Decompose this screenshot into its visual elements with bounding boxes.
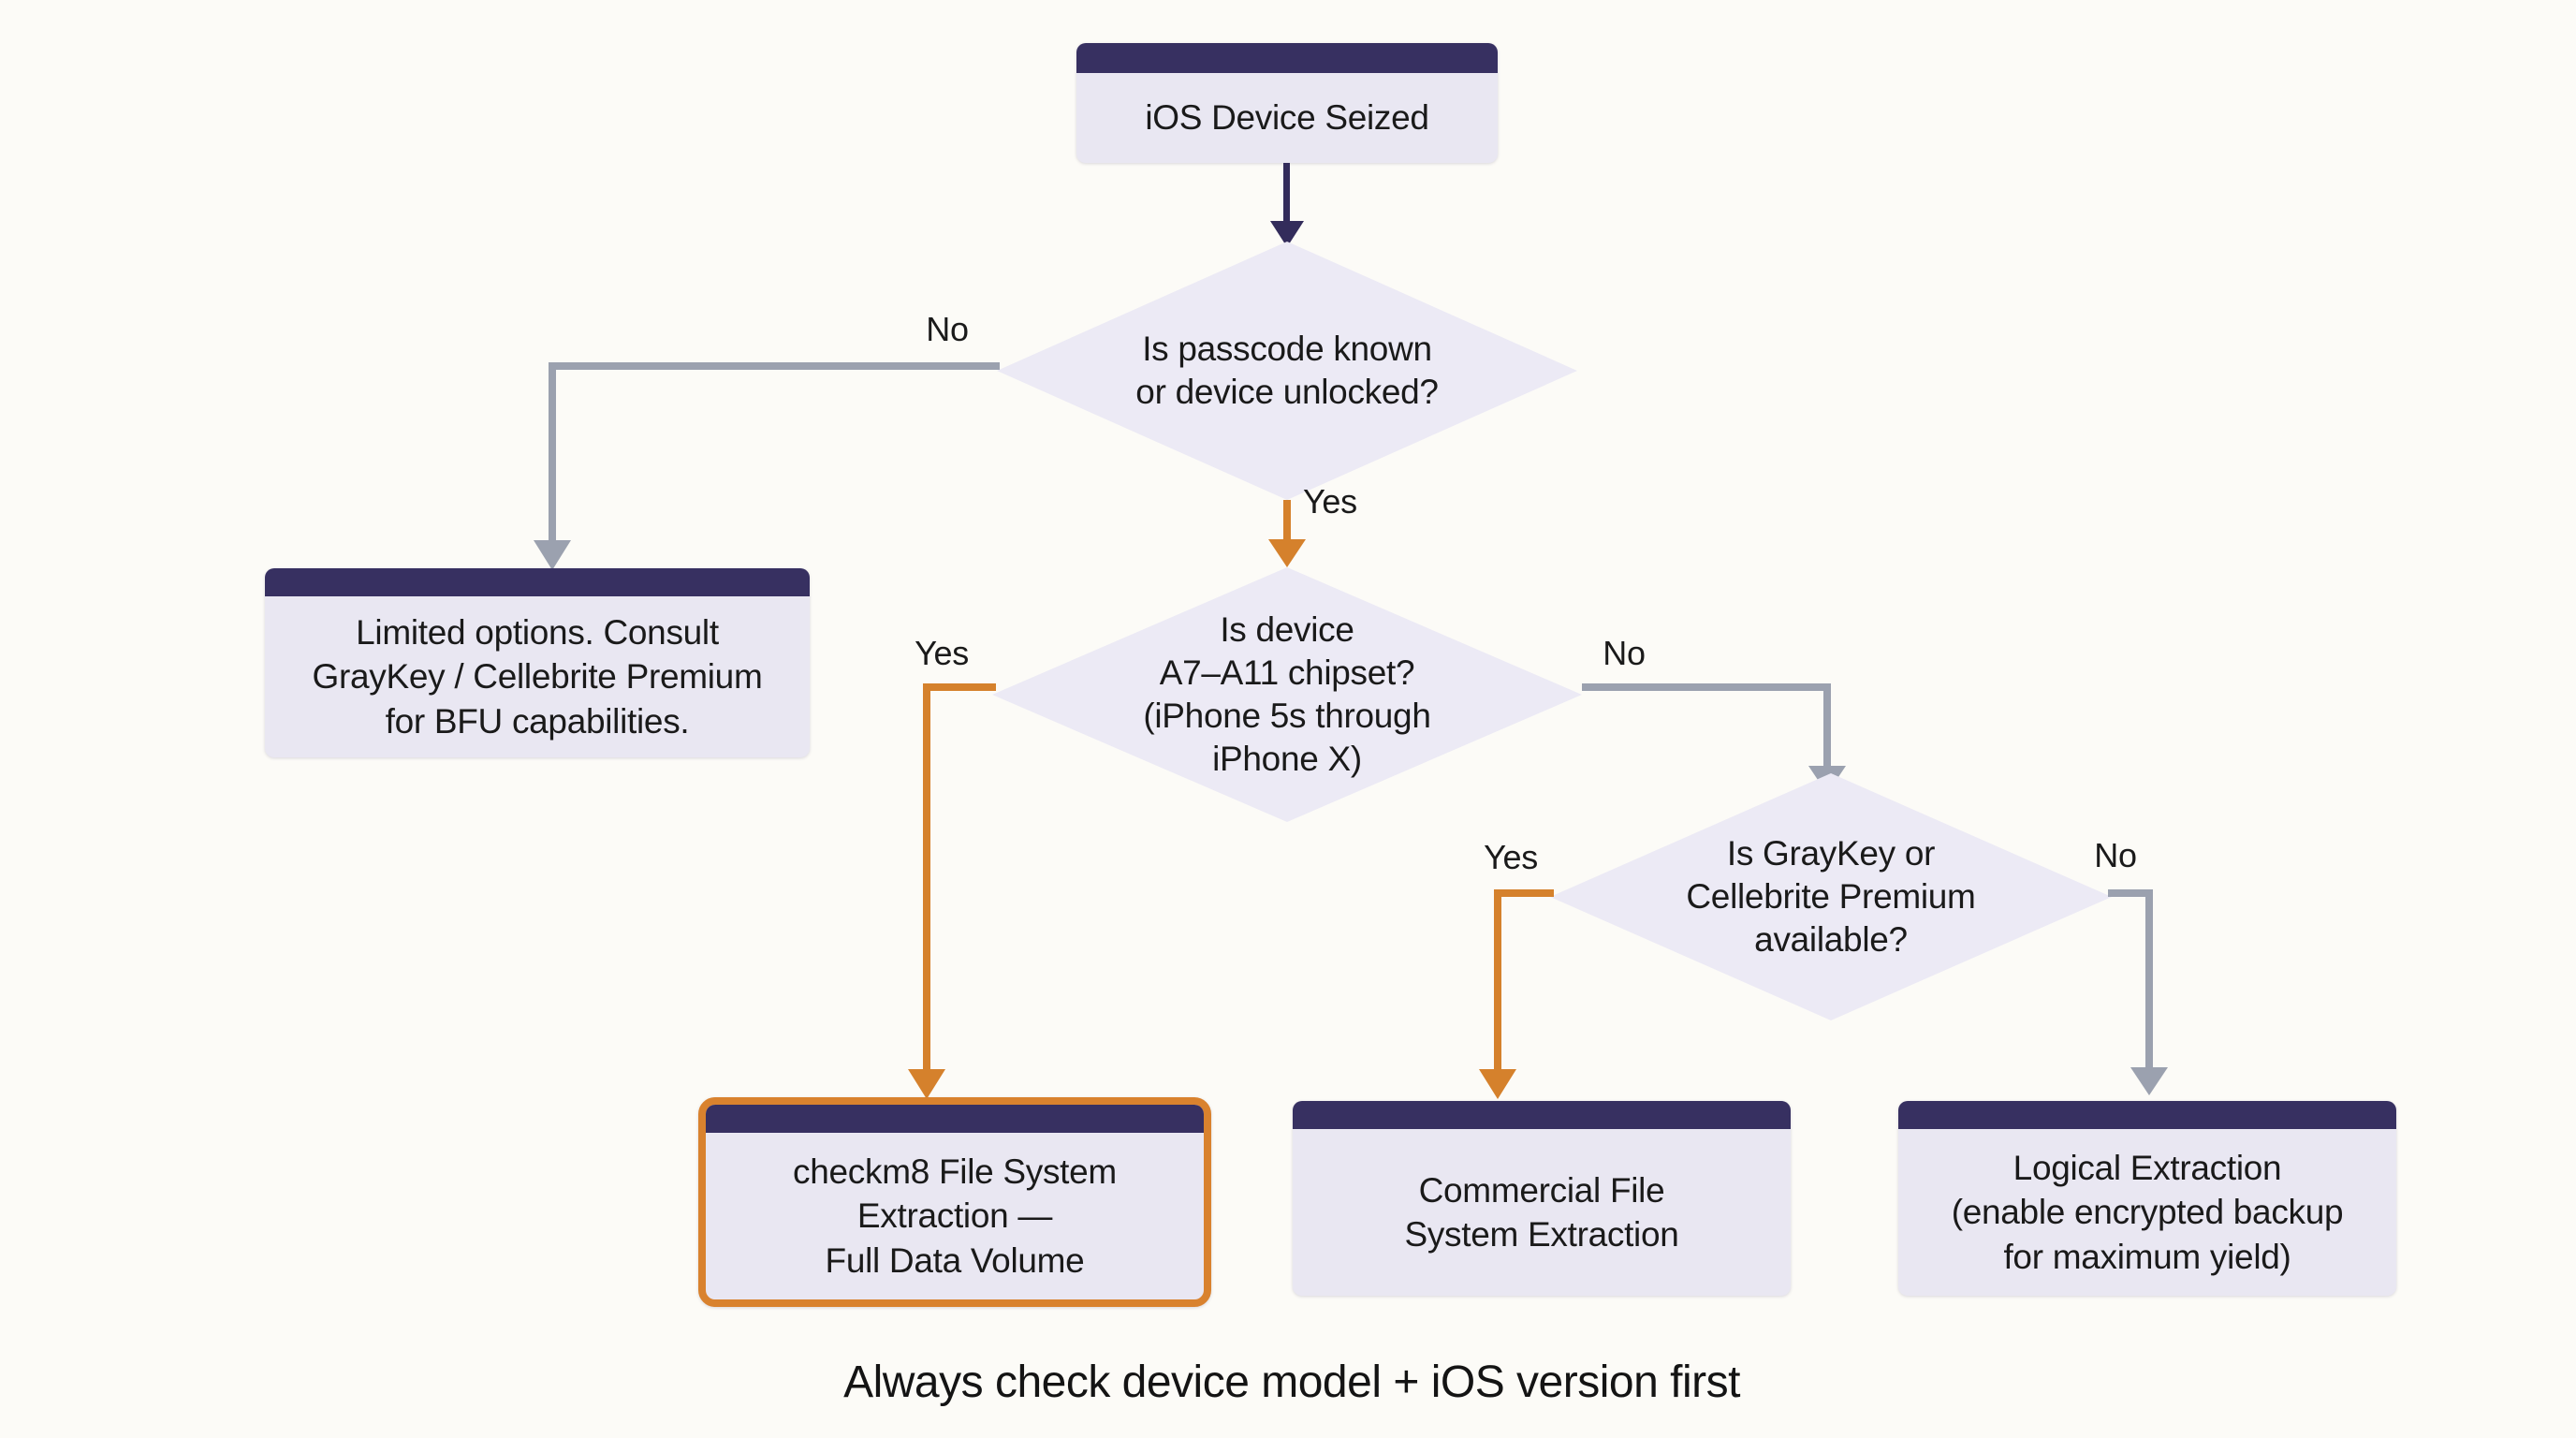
- edge-passcode-yes-label: Yes: [1303, 482, 1357, 521]
- edge-graykey-yes-vline: [1494, 889, 1501, 1069]
- node-start: iOS Device Seized: [1076, 43, 1498, 163]
- node-limited-options: Limited options. Consult GrayKey / Celle…: [265, 568, 810, 757]
- edge-graykey-yes-arrowhead: [1479, 1069, 1516, 1099]
- edge-chipset-yes-vline: [923, 683, 930, 1069]
- edge-start-line: [1283, 163, 1290, 221]
- edge-passcode-yes-arrowhead: [1268, 539, 1306, 567]
- node-commercial: Commercial File System Extraction: [1293, 1101, 1791, 1296]
- node-limited-options-header-bar: [265, 568, 810, 596]
- node-logical: Logical Extraction (enable encrypted bac…: [1898, 1101, 2396, 1296]
- caption: Always check device model + iOS version …: [843, 1357, 1740, 1407]
- node-decision-graykey-label: Is GrayKey or Cellebrite Premium availab…: [1686, 833, 1976, 960]
- edge-chipset-yes-arrowhead: [908, 1069, 945, 1099]
- node-limited-options-label: Limited options. Consult GrayKey / Celle…: [312, 612, 763, 741]
- node-decision-chipset: Is device A7–A11 chipset? (iPhone 5s thr…: [992, 567, 1582, 822]
- edge-graykey-yes-label: Yes: [1484, 838, 1538, 876]
- edge-chipset-no-vline: [1823, 683, 1831, 766]
- edge-graykey-no-hline: [2108, 889, 2153, 897]
- edge-passcode-no-label: No: [926, 310, 969, 348]
- node-start-label: iOS Device Seized: [1145, 98, 1429, 138]
- node-decision-passcode-label: Is passcode known or device unlocked?: [1135, 329, 1439, 411]
- edge-graykey-no-label: No: [2094, 836, 2137, 874]
- edge-chipset-no-label: No: [1603, 634, 1646, 672]
- node-commercial-label: Commercial File System Extraction: [1404, 1170, 1679, 1254]
- edge-passcode-no-arrowhead: [534, 540, 571, 570]
- node-checkm8-header-bar: [706, 1105, 1204, 1133]
- edge-graykey-no-arrowhead: [2130, 1067, 2168, 1095]
- node-start-header-bar: [1076, 43, 1498, 73]
- edge-passcode-yes-line: [1283, 500, 1291, 539]
- edge-passcode-no-hline: [549, 362, 1000, 370]
- node-commercial-header-bar: [1293, 1101, 1791, 1129]
- node-decision-passcode: Is passcode known or device unlocked?: [997, 242, 1577, 500]
- edge-graykey-no-vline: [2145, 889, 2153, 1067]
- edge-chipset-no-hline: [1582, 683, 1831, 691]
- node-checkm8: checkm8 File System Extraction — Full Da…: [698, 1097, 1211, 1307]
- edge-chipset-yes-label: Yes: [915, 634, 969, 672]
- edge-passcode-no-vline: [549, 362, 556, 540]
- node-checkm8-label: checkm8 File System Extraction — Full Da…: [793, 1152, 1117, 1280]
- node-logical-header-bar: [1898, 1101, 2396, 1129]
- edge-chipset-yes-hline: [927, 683, 996, 691]
- edge-graykey-yes-hline: [1498, 889, 1554, 897]
- node-logical-label: Logical Extraction (enable encrypted bac…: [1951, 1148, 2344, 1276]
- node-decision-graykey: Is GrayKey or Cellebrite Premium availab…: [1550, 773, 2112, 1020]
- node-decision-chipset-label: Is device A7–A11 chipset? (iPhone 5s thr…: [1143, 609, 1431, 779]
